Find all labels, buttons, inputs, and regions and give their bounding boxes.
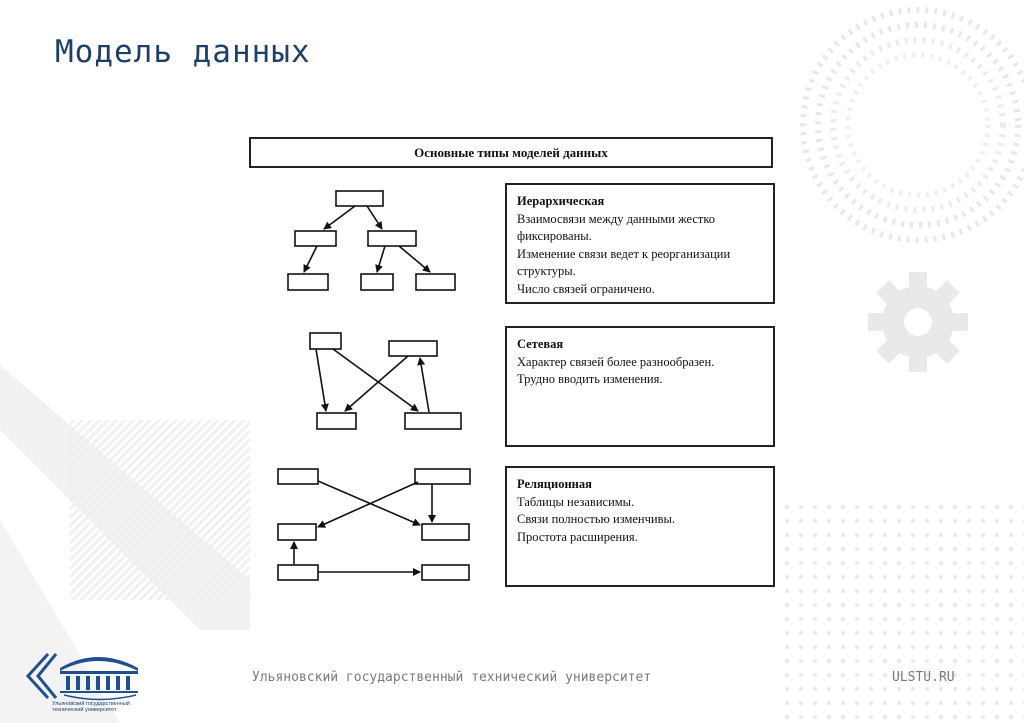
network-node xyxy=(389,341,437,356)
relational-link xyxy=(318,482,418,527)
network-node xyxy=(310,333,341,349)
relational-table xyxy=(415,469,470,484)
model-description-line: Таблицы независимы. xyxy=(517,494,763,512)
model-description-line: Простота расширения. xyxy=(517,529,763,547)
hierarchy-node xyxy=(368,231,416,246)
model-title: Сетевая xyxy=(517,336,763,354)
footer-site-link[interactable]: ULSTU.RU xyxy=(892,670,955,685)
model-description-line: структуры. xyxy=(517,263,763,281)
network-node xyxy=(405,413,461,429)
relational-schematic xyxy=(278,469,470,580)
relational-table xyxy=(278,524,316,540)
hierarchy-link xyxy=(377,246,385,272)
relational-table xyxy=(422,565,469,580)
footer-university: Ульяновский государственный технический … xyxy=(252,670,651,685)
network-schematic xyxy=(310,333,461,429)
model-description-line: Взаимосвязи между данными жестко xyxy=(517,211,763,229)
relational-table xyxy=(422,524,469,540)
hierarchy-root-node xyxy=(336,191,383,206)
model-description-line: Изменение связи ведет к реорганизации xyxy=(517,246,763,264)
hierarchy-link xyxy=(324,206,355,229)
model-description-line: Характер связей более разнообразен. xyxy=(517,354,763,372)
model-description-line: Число связей ограничено. xyxy=(517,281,763,299)
network-description-box: Сетевая Характер связей более разнообраз… xyxy=(505,326,775,447)
hierarchy-node xyxy=(295,231,336,246)
diagram-header: Основные типы моделей данных xyxy=(249,137,773,168)
hierarchy-link xyxy=(399,246,430,272)
network-node xyxy=(317,413,356,429)
model-title: Реляционная xyxy=(517,476,763,494)
hierarchical-schematic xyxy=(288,191,455,290)
hierarchy-link xyxy=(304,246,317,272)
relational-description-box: Реляционная Таблицы независимы. Связи по… xyxy=(505,466,775,587)
network-link xyxy=(420,358,429,412)
hierarchy-node xyxy=(361,274,393,290)
model-title: Иерархическая xyxy=(517,193,763,211)
relational-table xyxy=(278,565,318,580)
model-description-line: Трудно вводить изменения. xyxy=(517,371,763,389)
network-link xyxy=(316,349,326,411)
relational-table xyxy=(278,469,318,484)
hierarchy-node xyxy=(288,274,328,290)
model-description-line: фиксированы. xyxy=(517,228,763,246)
hierarchy-link xyxy=(367,206,382,229)
logo-caption: Ульяновский государственный технический … xyxy=(52,701,142,713)
hierarchical-description-box: Иерархическая Взаимосвязи между данными … xyxy=(505,183,775,304)
model-description-line: Связи полностью изменчивы. xyxy=(517,511,763,529)
hierarchy-node xyxy=(416,274,455,290)
